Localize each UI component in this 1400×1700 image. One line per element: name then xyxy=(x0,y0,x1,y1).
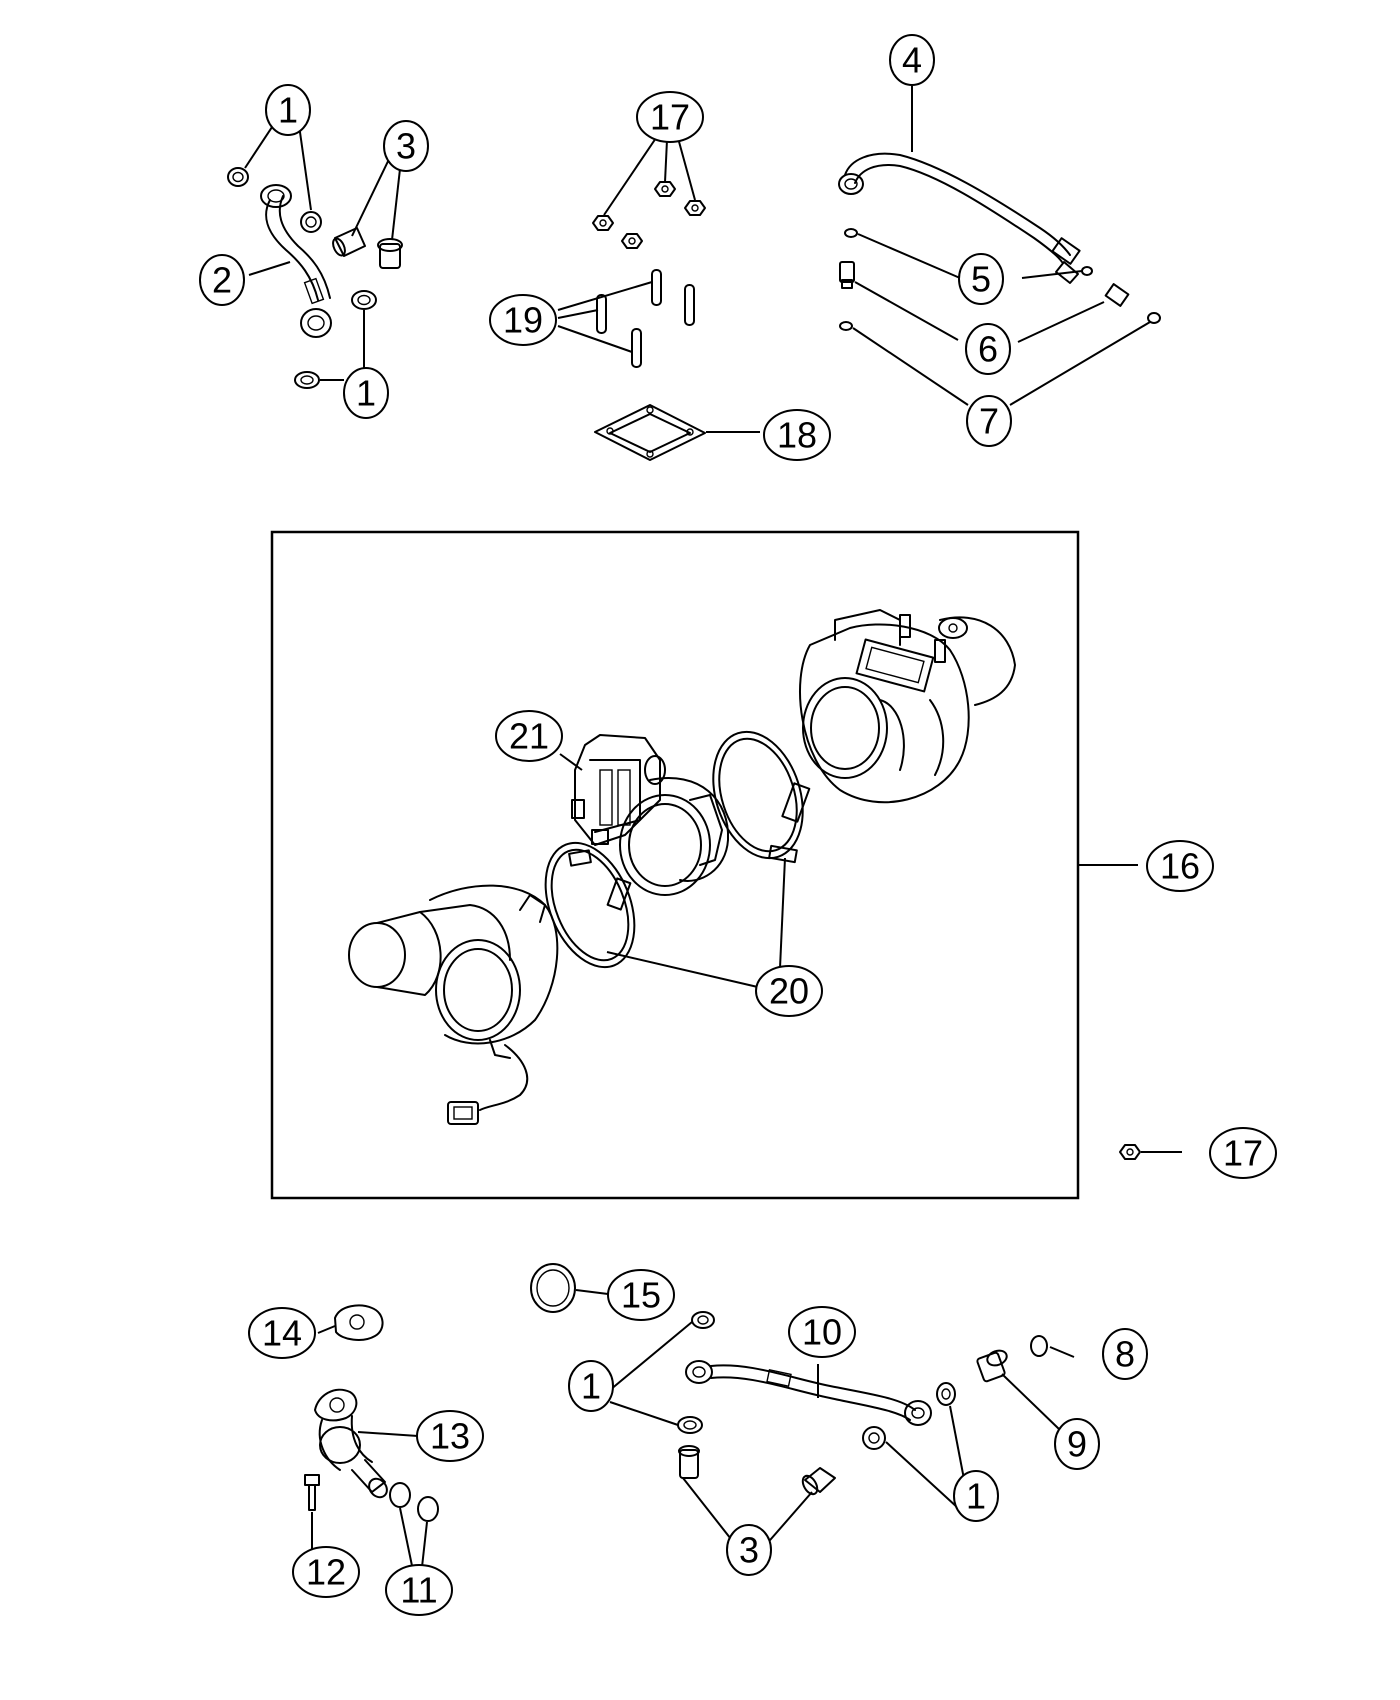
callout-1: 1 xyxy=(343,367,389,419)
callout-label: 4 xyxy=(902,40,922,81)
mounting-hardware-group xyxy=(557,137,760,461)
callout-18: 18 xyxy=(763,409,831,461)
callout-5: 5 xyxy=(958,253,1004,305)
callout-label: 3 xyxy=(739,1530,759,1571)
callout-16: 16 xyxy=(1146,840,1214,892)
callout-label: 14 xyxy=(262,1313,302,1354)
callout-label: 1 xyxy=(278,90,298,131)
callout-1: 1 xyxy=(953,1470,999,1522)
oil-drain-group xyxy=(304,1304,439,1586)
callout-3: 3 xyxy=(726,1524,772,1576)
callout-label: 11 xyxy=(400,1570,437,1611)
oil-return-group xyxy=(530,1263,1075,1549)
callout-label: 17 xyxy=(650,97,690,138)
nut-17-standalone xyxy=(1119,1144,1182,1160)
callout-label: 20 xyxy=(769,971,809,1012)
callout-7: 7 xyxy=(966,395,1012,447)
callout-label: 1 xyxy=(581,1366,601,1407)
turbocharger-assembly-frame xyxy=(270,530,1080,1200)
callout-label: 7 xyxy=(979,401,999,442)
coolant-line-group xyxy=(838,86,1161,406)
nut-17 xyxy=(621,233,643,249)
callout-9: 9 xyxy=(1054,1418,1100,1470)
callout-label: 13 xyxy=(430,1416,470,1457)
callout-8: 8 xyxy=(1102,1328,1148,1380)
nut-17 xyxy=(654,181,676,197)
callout-label: 6 xyxy=(978,329,998,370)
callout-12: 12 xyxy=(292,1546,360,1598)
callout-17: 17 xyxy=(636,91,704,143)
turbine-housing xyxy=(799,609,1016,804)
callout-10: 10 xyxy=(788,1306,856,1358)
callout-label: 21 xyxy=(509,716,549,757)
callout-3: 3 xyxy=(383,120,429,172)
callout-label: 19 xyxy=(503,300,543,341)
compressor-housing xyxy=(348,884,559,1125)
turbocharger-assembly xyxy=(348,609,1138,1125)
callout-label: 9 xyxy=(1067,1424,1087,1465)
callout-11: 11 xyxy=(385,1564,453,1616)
callout-label: 2 xyxy=(212,260,232,301)
callout-17: 17 xyxy=(1209,1127,1277,1179)
callout-label: 1 xyxy=(966,1476,986,1517)
callout-label: 18 xyxy=(777,415,817,456)
callout-label: 10 xyxy=(802,1312,842,1353)
callout-1: 1 xyxy=(265,84,311,136)
callout-4: 4 xyxy=(889,34,935,86)
v-band-clamp-upper xyxy=(712,730,811,864)
callout-14: 14 xyxy=(248,1307,316,1359)
callout-15: 15 xyxy=(607,1269,675,1321)
callout-label: 3 xyxy=(396,126,416,167)
center-housing-actuator xyxy=(571,734,730,896)
callout-label: 8 xyxy=(1115,1334,1135,1375)
callout-label: 5 xyxy=(971,259,991,300)
callout-1: 1 xyxy=(568,1360,614,1412)
oil-feed-tube-group xyxy=(227,117,403,389)
nut-17 xyxy=(592,215,614,231)
callout-label: 12 xyxy=(306,1552,346,1593)
callout-6: 6 xyxy=(965,323,1011,375)
callout-label: 1 xyxy=(356,373,376,414)
callout-19: 19 xyxy=(489,294,557,346)
callout-2: 2 xyxy=(199,254,245,306)
callout-20: 20 xyxy=(755,965,823,1017)
callout-label: 16 xyxy=(1160,846,1200,887)
nut-17 xyxy=(684,200,706,216)
callout-label: 17 xyxy=(1223,1133,1263,1174)
callout-label: 15 xyxy=(621,1275,661,1316)
callout-13: 13 xyxy=(416,1410,484,1462)
callout-21: 21 xyxy=(495,710,563,762)
